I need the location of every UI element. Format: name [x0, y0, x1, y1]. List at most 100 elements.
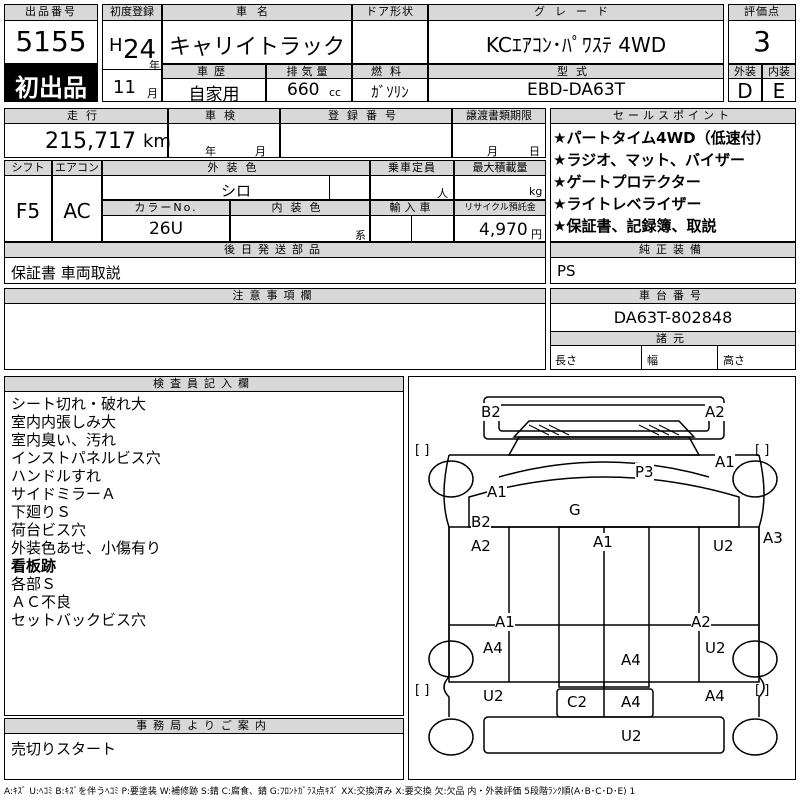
- riders-label: 乗車定員: [371, 161, 453, 176]
- notes-label: 注意事項欄: [5, 289, 545, 304]
- disp-box: 排気量 660 cc: [266, 64, 352, 102]
- door-label: ドア形状: [353, 5, 427, 21]
- reg-box: 初度登録 H 24 年 11 月: [102, 4, 162, 102]
- transfer-label: 譲渡書類期限: [453, 109, 545, 124]
- inspect-month: 月: [255, 145, 266, 158]
- riders-box: 乗車定員 人: [370, 160, 454, 200]
- fuel-value: ｶﾞｿﾘﾝ: [371, 83, 409, 101]
- ext-box: 外装 D: [728, 64, 762, 103]
- inspect-label: 車検: [169, 109, 279, 124]
- history-value: 自家用: [188, 85, 240, 105]
- name-box: 車名 キャリイトラック: [162, 4, 352, 64]
- bracket-right: [ ]: [755, 443, 770, 458]
- intcolor-unit: 系: [355, 229, 366, 242]
- grade-box: グレード KCｴｱｺﾝ･ﾊﾟﾜｽﾃ 4WD: [428, 4, 724, 64]
- damage-mark: C2: [567, 693, 588, 711]
- colorno-box: カラーNo. 26U: [102, 200, 230, 242]
- damage-mark: U2: [621, 727, 642, 745]
- chassis-box: 車台番号 DA63T-802848 諸元 長さ 幅 高さ: [550, 288, 796, 370]
- intcolor-box: 内装色 系: [230, 200, 370, 242]
- mileage-label: 走行: [5, 109, 167, 124]
- chassis-label: 車台番号: [551, 289, 795, 304]
- inspector-item: セットバックビス穴: [11, 611, 147, 629]
- later-value: 保証書 車両取説: [11, 264, 121, 282]
- ext-label: 外装: [729, 65, 761, 79]
- width-label: 幅: [647, 354, 658, 367]
- int-value: E: [772, 79, 786, 103]
- damage-mark: U2: [705, 639, 726, 657]
- bracket-left: [ ]: [415, 443, 430, 458]
- int-label: 内装: [763, 65, 795, 79]
- reg-year-unit: 年: [149, 59, 160, 72]
- inspector-box: 検査員記入欄 シート切れ・破れ大 室内内張しみ大 室内臭い、汚れ インストパネル…: [4, 376, 404, 716]
- mileage-box: 走行 215,717 km: [4, 108, 171, 158]
- load-label: 最大積載量: [455, 161, 545, 176]
- equip-box: 純正装備 PS: [550, 242, 796, 284]
- damage-mark: A2: [691, 613, 711, 631]
- riders-unit: 人: [437, 187, 448, 200]
- score-label: 評価点: [729, 5, 795, 21]
- bracket-right-lower: [ ]: [755, 683, 770, 698]
- damage-mark: A1: [495, 613, 515, 631]
- inspector-item: 外装色あせ、小傷有り: [11, 539, 162, 557]
- door-box: ドア形状: [352, 4, 428, 64]
- inspector-item: 看板跡: [11, 557, 57, 575]
- model-label: 型式: [429, 65, 723, 79]
- truck-outline: [428, 396, 778, 756]
- ac-box: エアコン AC: [52, 160, 102, 242]
- height-label: 高さ: [723, 354, 745, 367]
- plate-box: 登録番号: [280, 108, 452, 158]
- inspector-item: ハンドルすれ: [11, 467, 102, 485]
- damage-mark: A1: [487, 483, 507, 501]
- lot-number: 5155: [15, 25, 87, 58]
- inspector-item: 荷台ビス穴: [11, 521, 87, 539]
- score-box: 評価点 3: [728, 4, 796, 64]
- history-label: 車歴: [163, 65, 265, 79]
- lot-box: 出品番号 5155: [4, 4, 98, 64]
- recycle-unit: 円: [531, 228, 542, 241]
- colorno-value: 26U: [148, 219, 184, 239]
- model-box: 型式 EBD-DA63T: [428, 64, 724, 102]
- inspect-year: 年: [205, 145, 216, 158]
- import-label: 輸入車: [371, 201, 453, 216]
- inspector-item: 下廻りＳ: [11, 503, 72, 521]
- transfer-day: 日: [529, 145, 540, 158]
- office-label: 事務局よりご案内: [5, 719, 403, 734]
- score-value: 3: [753, 25, 771, 58]
- damage-mark: P3: [635, 463, 654, 481]
- damage-mark: A1: [715, 453, 735, 471]
- damage-mark: B2: [481, 403, 501, 421]
- damage-mark: A1: [593, 533, 613, 551]
- transfer-box: 譲渡書類期限 月 日: [452, 108, 546, 158]
- import-box: 輸入車: [370, 200, 454, 242]
- ac-value: AC: [63, 199, 91, 223]
- reg-era: H: [109, 35, 123, 56]
- disp-unit: cc: [329, 86, 342, 99]
- disp-label: 排気量: [267, 65, 351, 79]
- damage-mark: A2: [471, 537, 491, 555]
- later-label: 後日発送部品: [5, 243, 545, 258]
- sales-label: セールスポイント: [551, 109, 795, 124]
- colorno-label: カラーNo.: [103, 201, 229, 216]
- reg-label: 初度登録: [103, 5, 161, 21]
- first-listing-badge: 初出品: [4, 64, 98, 102]
- lot-label: 出品番号: [5, 5, 97, 21]
- color-box: 外装色 シロ: [102, 160, 370, 200]
- grade-label: グレード: [429, 5, 723, 21]
- damage-mark: A2: [705, 403, 725, 421]
- mileage-value: 215,717: [45, 129, 136, 154]
- history-box: 車歴 自家用: [162, 64, 266, 105]
- bracket-left-lower: [ ]: [415, 683, 430, 698]
- shift-box: シフト F5: [4, 160, 52, 242]
- damage-mark: A4: [483, 639, 503, 657]
- recycle-label: リサイクル預託金: [455, 201, 545, 216]
- damage-mark: U2: [713, 537, 734, 555]
- damage-mark: A4: [621, 693, 641, 711]
- legend: A:ｷｽﾞ U:ﾍｺﾐ B:ｷｽﾞを伴うﾍｺﾐ P:要塗装 W:補修跡 S:錆 …: [4, 787, 636, 797]
- damage-mark: U2: [483, 687, 504, 705]
- first-listing-label: 初出品: [15, 74, 87, 102]
- load-unit: kg: [529, 185, 543, 198]
- fuel-box: 燃料 ｶﾞｿﾘﾝ: [352, 64, 428, 102]
- inspector-item: ＡＣ不良: [11, 593, 72, 611]
- office-box: 事務局よりご案内 売切りスタート: [4, 718, 404, 780]
